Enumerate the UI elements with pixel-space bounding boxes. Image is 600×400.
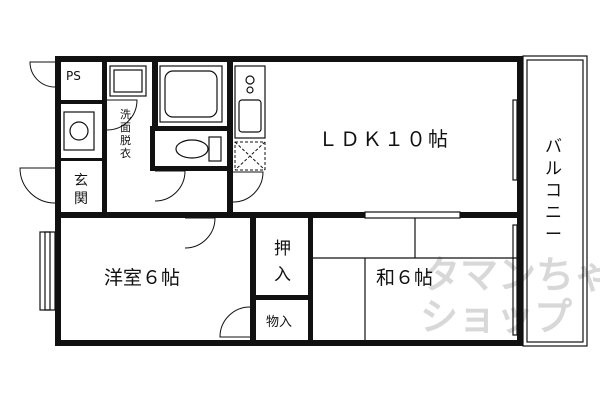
ldk-window: [512, 99, 518, 181]
japanese-side-window: [512, 224, 518, 336]
ps-door: [29, 61, 56, 88]
refrigerator-space: [234, 141, 266, 171]
balcony-outline: [522, 55, 588, 347]
storage-door: [219, 306, 251, 338]
washroom-label-1: 洗: [120, 108, 131, 121]
washroom-label-2: 面: [120, 121, 131, 134]
balcony-label-1: バ: [545, 137, 562, 157]
ldk-label: ＬＤＫ１０帖: [318, 127, 450, 151]
ps-label: PS: [66, 69, 81, 83]
balcony-label-2: ル: [545, 159, 562, 179]
western-room-door: [184, 217, 216, 249]
entrance-label-2: 関: [74, 191, 88, 207]
balcony-label-4: ニ: [545, 203, 562, 223]
closet-label-1: 押: [274, 239, 291, 259]
interior-walls: [61, 62, 517, 346]
wash-basin: [63, 111, 95, 151]
washer-pan: [109, 65, 147, 97]
watermark-logo: タマンちゃ ショップ: [420, 253, 600, 339]
japanese-room-label: 和６帖: [376, 267, 433, 289]
washroom-door: [106, 99, 138, 131]
western-window: [39, 231, 56, 311]
washroom-label-4: 衣: [120, 146, 131, 160]
washroom-label-3: 脱: [120, 133, 131, 147]
toilet-door: [154, 170, 186, 202]
watermark-line2: ショップ: [420, 295, 572, 339]
kitchen-counter: [234, 65, 266, 139]
ldk-door: [232, 171, 264, 203]
toilet: [175, 136, 222, 162]
outer-walls: [55, 56, 523, 346]
bathtub: [159, 65, 223, 123]
storage-label: 物入: [266, 315, 292, 330]
western-room-label: 洋室６帖: [104, 267, 180, 289]
fixtures: [39, 65, 518, 340]
room-labels: PS 洗 面 脱 衣 玄 関 ＬＤＫ１０帖 バ ル コ ニ ー 洋室６帖 押 入…: [66, 69, 562, 330]
japanese-window: [364, 211, 461, 219]
doors: [19, 61, 264, 338]
tatami-lines: [313, 218, 517, 340]
closet-label-2: 入: [274, 265, 291, 285]
entrance-label-1: 玄: [74, 172, 88, 189]
balcony-label-5: ー: [545, 225, 562, 245]
watermark-line1: タマンちゃ: [422, 253, 600, 297]
balcony-label-3: コ: [545, 181, 562, 201]
entrance-door: [19, 167, 56, 204]
